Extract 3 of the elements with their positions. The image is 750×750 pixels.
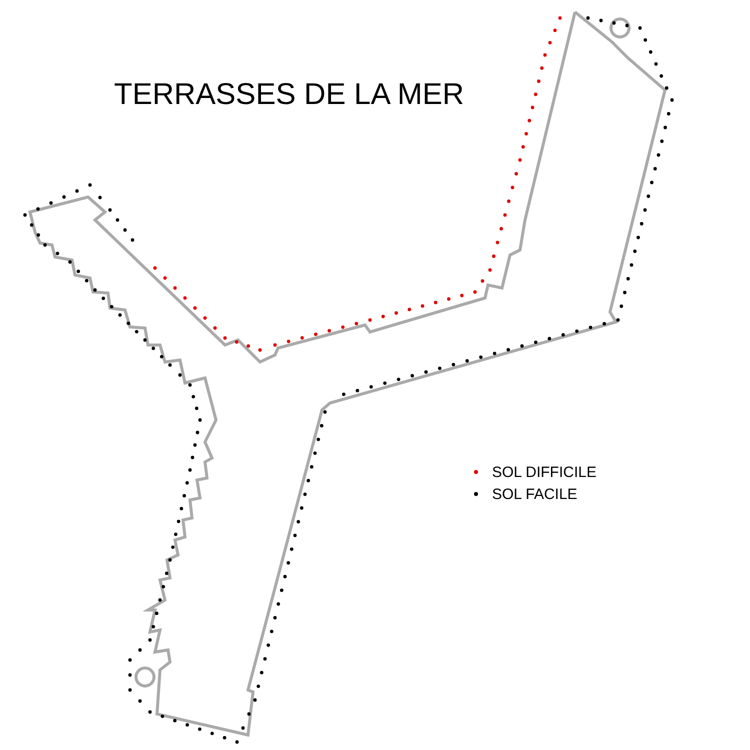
legend-label: SOL DIFFICILE bbox=[492, 464, 596, 480]
plan-title: TERRASSES DE LA MER bbox=[114, 78, 464, 112]
legend-label: SOL FACILE bbox=[492, 486, 578, 502]
